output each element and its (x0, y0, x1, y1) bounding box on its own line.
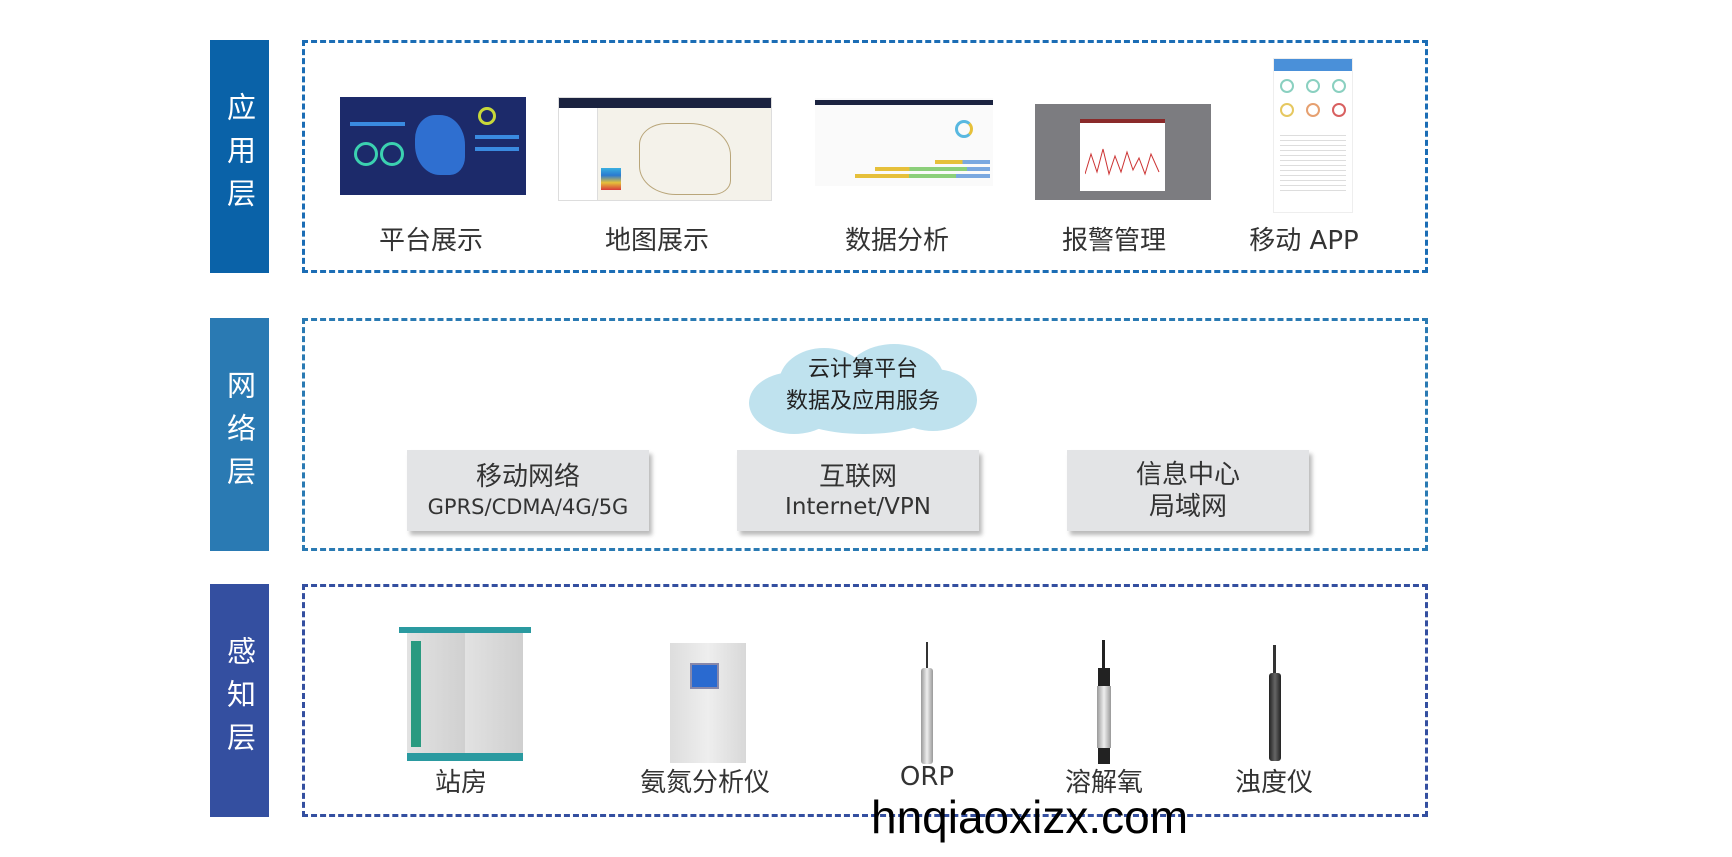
sensor-turbidity-meter: 浊度仪 (1234, 768, 1314, 798)
cloud-platform: 云计算平台数据及应用服务 (749, 344, 977, 438)
alarm-management-thumbnail (1035, 104, 1211, 200)
sensing-layer-label: 感知层 (210, 584, 269, 817)
watermark: hnqiaoxizx.com (871, 791, 1189, 843)
station-house-image (399, 627, 531, 761)
network-layer-frame (302, 318, 1428, 551)
app-item-map-display: 地图展示 (604, 226, 710, 256)
dissolved-oxygen-sensor-image (1096, 640, 1112, 764)
sensing-layer-frame (302, 584, 1428, 817)
mobile-app-thumbnail (1273, 58, 1353, 213)
application-layer-label: 应用层 (210, 40, 269, 273)
sensor-orp: ORP (899, 762, 955, 792)
application-layer-frame (302, 40, 1428, 273)
app-item-mobile-app: 移动 APP (1249, 226, 1359, 256)
cloud-title: 云计算平台 (807, 357, 918, 382)
orp-sensor-image (920, 642, 934, 764)
network-layer-label: 网络层 (210, 318, 269, 551)
app-item-data-analysis: 数据分析 (844, 226, 950, 256)
app-item-alarm-management: 报警管理 (1061, 226, 1167, 256)
sensor-dissolved-oxygen: 溶解氧 (1064, 768, 1144, 798)
map-display-thumbnail (558, 97, 772, 201)
cloud-subtitle: 数据及应用服务 (785, 389, 940, 414)
turbidity-meter-image (1268, 645, 1282, 761)
app-item-platform-display: 平台展示 (378, 226, 484, 256)
network-box-info-center: 信息中心局域网 (1067, 450, 1309, 531)
data-analysis-thumbnail (815, 98, 993, 186)
sensor-ammonia-analyzer: 氨氮分析仪 (639, 768, 771, 798)
platform-display-thumbnail (340, 97, 526, 195)
ammonia-analyzer-image (670, 643, 746, 763)
sensor-station-house: 站房 (434, 768, 488, 798)
